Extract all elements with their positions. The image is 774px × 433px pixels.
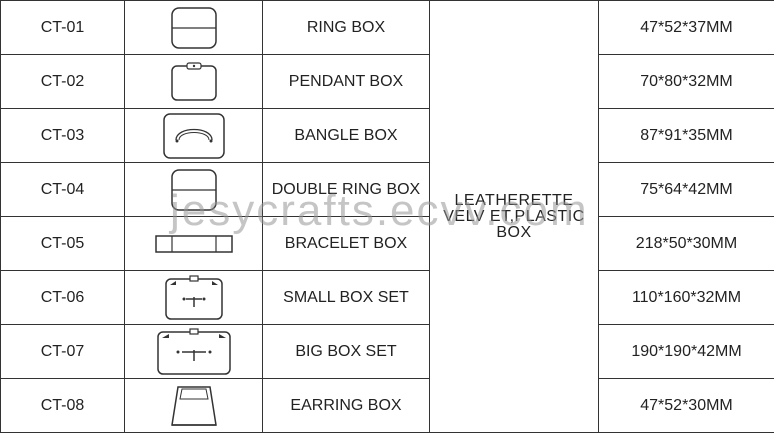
product-name: RING BOX	[263, 1, 430, 55]
product-code: CT-01	[1, 1, 125, 55]
product-name: PENDANT BOX	[263, 55, 430, 109]
table-row: CT-06 SMALL BOX SET 110*160*32MM	[1, 271, 774, 325]
product-name: BANGLE BOX	[263, 109, 430, 163]
table-row: CT-07 BIG BOX SET 190*190*42MM	[1, 325, 774, 379]
product-name: SMALL BOX SET	[263, 271, 430, 325]
product-image	[125, 379, 263, 433]
product-image	[125, 1, 263, 55]
table-row: CT-08 EARRING BOX 47*52*30MM	[1, 379, 774, 433]
ring-box-icon	[170, 6, 218, 50]
product-code: CT-03	[1, 109, 125, 163]
table-row: CT-04 DOUBLE RING BOX 75*64*42MM	[1, 163, 774, 217]
bracelet-box-icon	[154, 233, 234, 255]
product-image	[125, 217, 263, 271]
product-size: 75*64*42MM	[599, 163, 774, 217]
product-code: CT-07	[1, 325, 125, 379]
product-size: 190*190*42MM	[599, 325, 774, 379]
product-name: BIG BOX SET	[263, 325, 430, 379]
product-name: DOUBLE RING BOX	[263, 163, 430, 217]
product-image	[125, 163, 263, 217]
product-image	[125, 109, 263, 163]
product-code: CT-02	[1, 55, 125, 109]
product-code: CT-05	[1, 217, 125, 271]
product-size: 47*52*37MM	[599, 1, 774, 55]
double-ring-box-icon	[170, 168, 218, 212]
product-name: BRACELET BOX	[263, 217, 430, 271]
product-image	[125, 55, 263, 109]
pendant-box-icon	[169, 61, 219, 103]
small-box-set-icon	[164, 275, 224, 321]
table-row: CT-01 RING BOX LEATHERETTE VELV ET,PLAST…	[1, 1, 774, 55]
earring-box-icon	[168, 383, 220, 429]
product-size: 110*160*32MM	[599, 271, 774, 325]
table-row: CT-02 PENDANT BOX 70*80*32MM	[1, 55, 774, 109]
big-box-set-icon	[156, 328, 232, 376]
table-row: CT-05 BRACELET BOX 218*50*30MM	[1, 217, 774, 271]
product-size: 87*91*35MM	[599, 109, 774, 163]
product-size: 70*80*32MM	[599, 55, 774, 109]
product-size: 218*50*30MM	[599, 217, 774, 271]
product-size: 47*52*30MM	[599, 379, 774, 433]
product-image	[125, 325, 263, 379]
product-image	[125, 271, 263, 325]
product-code: CT-06	[1, 271, 125, 325]
table-row: CT-03 BANGLE BOX 87*91*35MM	[1, 109, 774, 163]
product-code: CT-08	[1, 379, 125, 433]
product-name: EARRING BOX	[263, 379, 430, 433]
bangle-box-icon	[162, 112, 226, 160]
product-code: CT-04	[1, 163, 125, 217]
material: LEATHERETTE VELV ET,PLASTIC BOX	[430, 1, 599, 433]
